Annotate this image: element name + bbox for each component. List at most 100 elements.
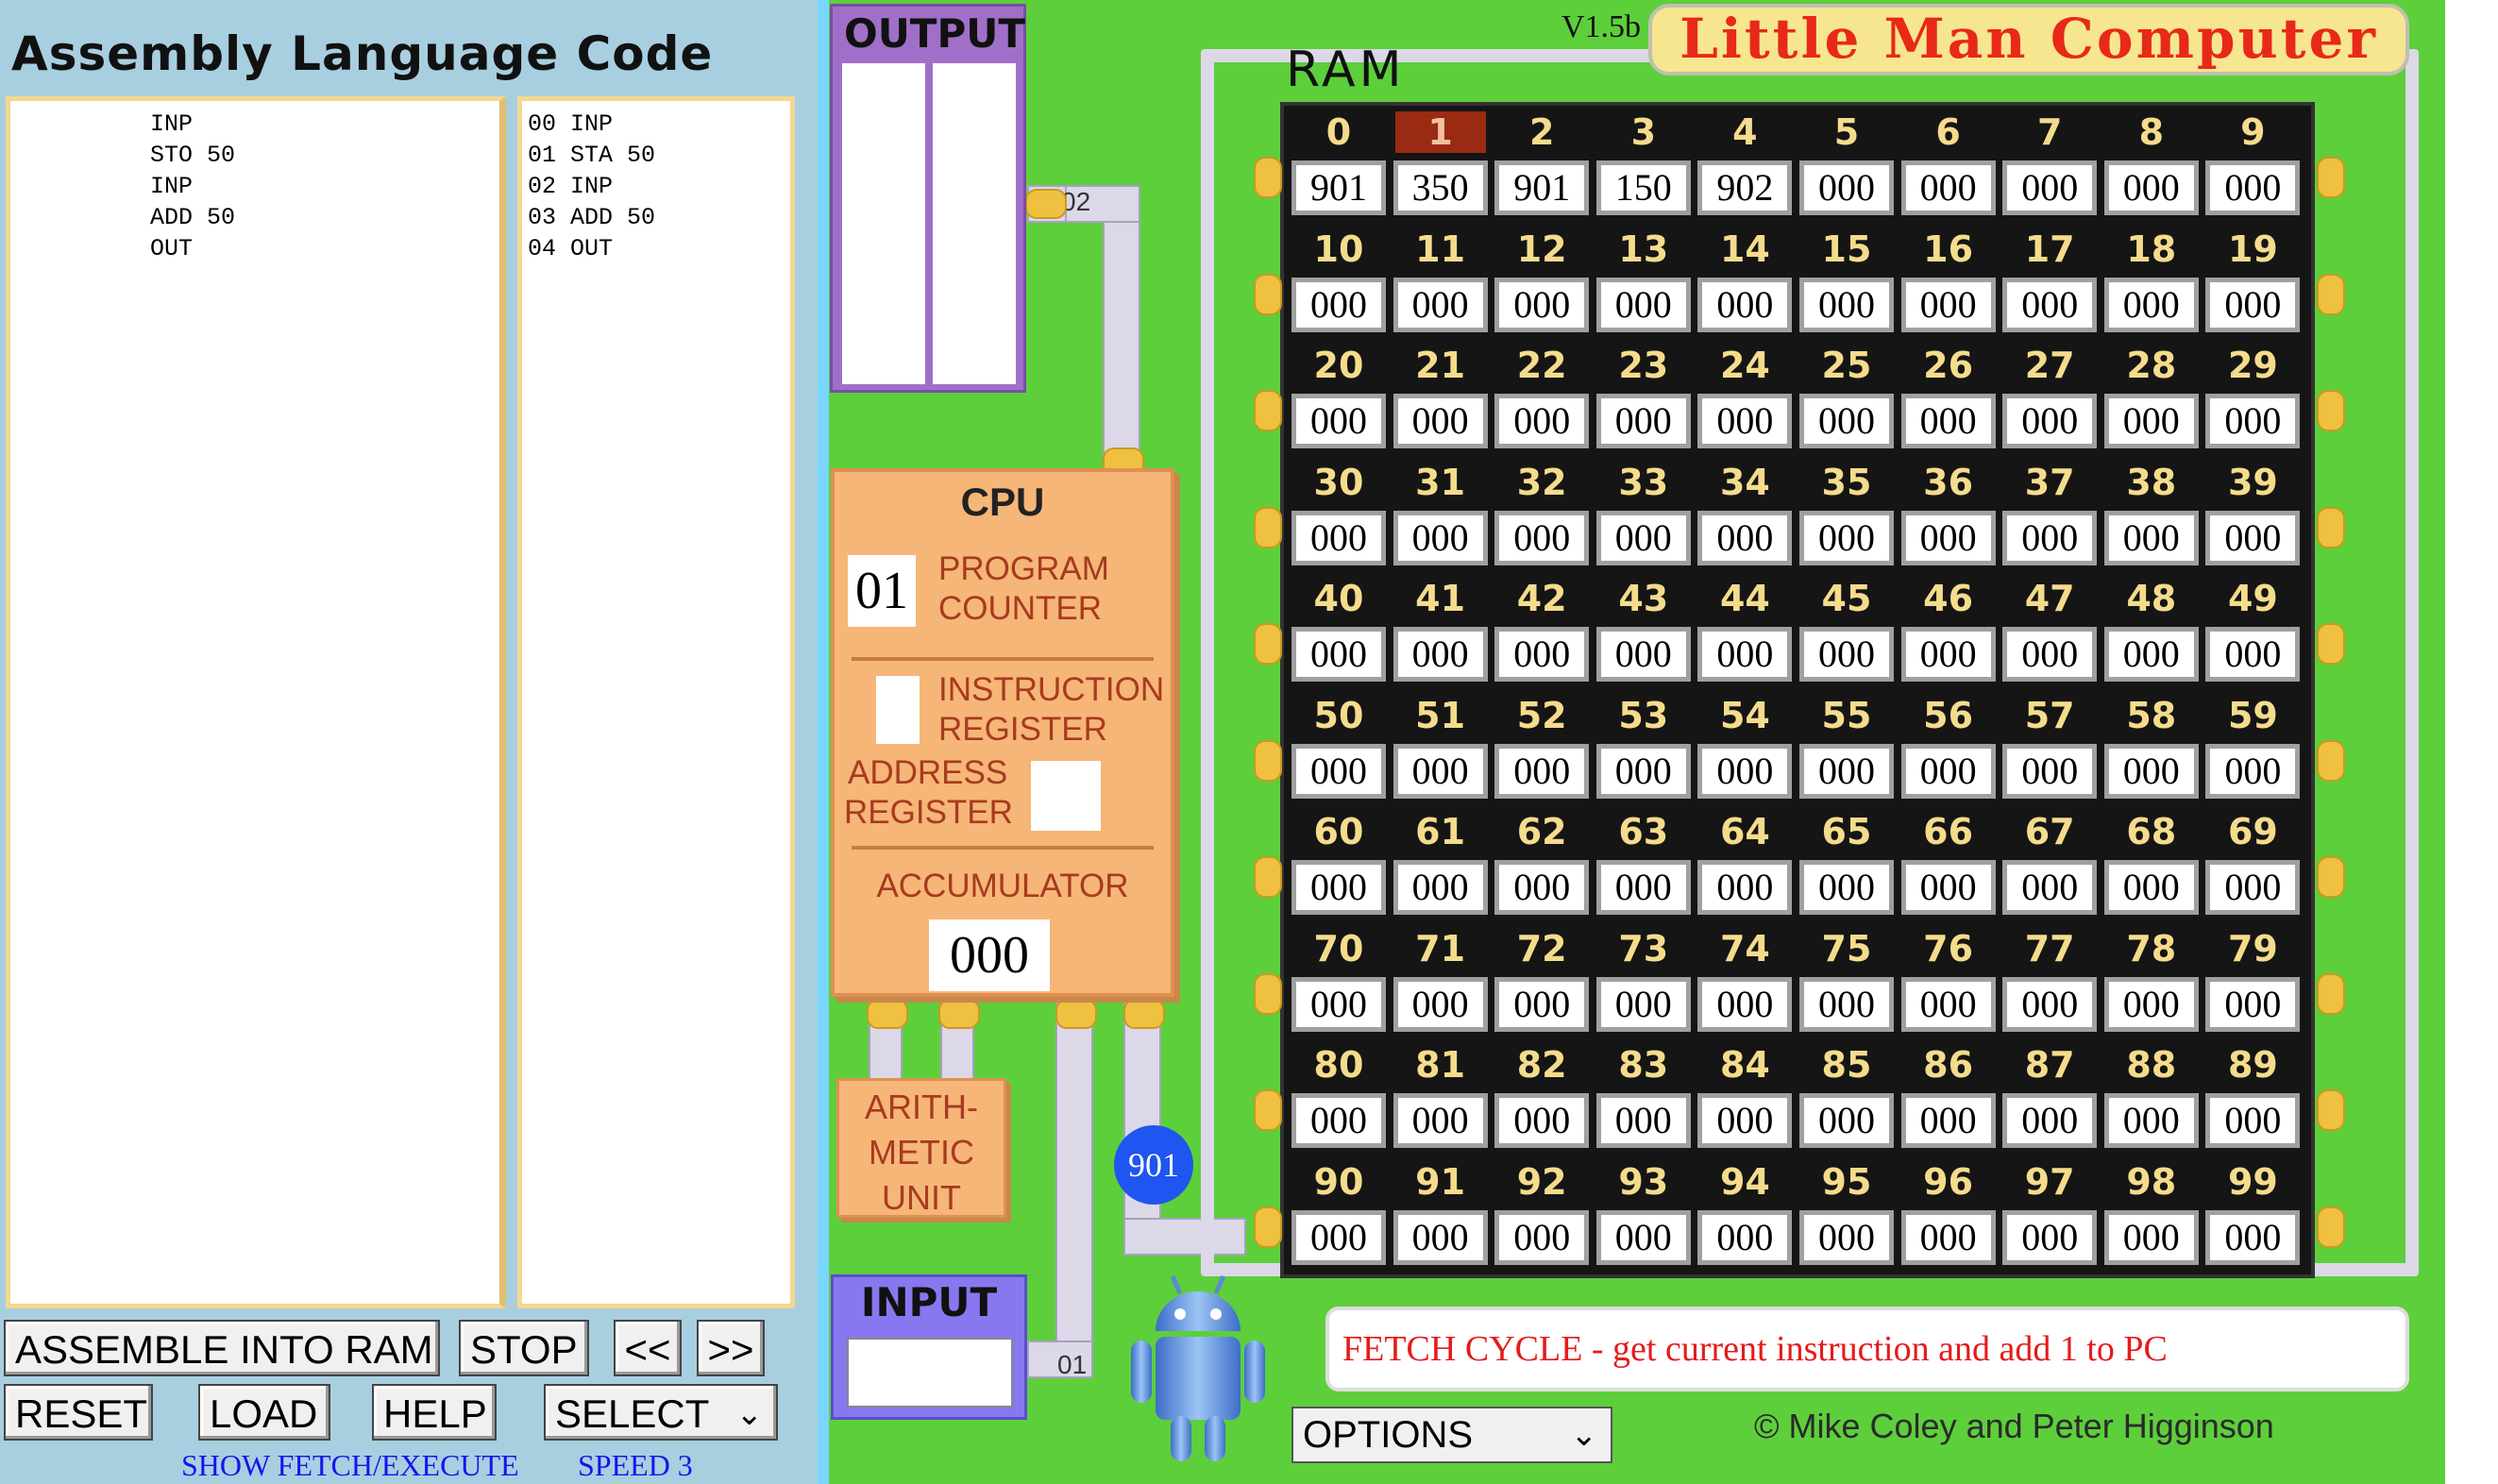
- ram-mailbox-value[interactable]: 000: [2205, 277, 2301, 332]
- ram-mailbox-value[interactable]: 000: [2103, 860, 2199, 915]
- ram-mailbox-value[interactable]: 000: [2103, 627, 2199, 682]
- ram-mailbox-value[interactable]: 000: [1595, 394, 1691, 448]
- ram-mailbox-value[interactable]: 000: [1595, 860, 1691, 915]
- ram-mailbox-value[interactable]: 000: [1494, 1209, 1590, 1265]
- ram-mailbox-value[interactable]: 000: [1291, 976, 1386, 1032]
- ram-mailbox-value[interactable]: 000: [1291, 277, 1386, 332]
- ram-mailbox-value[interactable]: 000: [1900, 976, 1996, 1032]
- ram-mailbox-value[interactable]: 350: [1392, 160, 1488, 215]
- ram-mailbox-value[interactable]: 000: [1900, 160, 1996, 215]
- ram-mailbox-value[interactable]: 000: [1595, 627, 1691, 682]
- ram-mailbox-value[interactable]: 000: [1494, 743, 1590, 799]
- ram-mailbox-value[interactable]: 000: [1900, 277, 1996, 332]
- ram-mailbox-value[interactable]: 000: [2002, 1093, 2098, 1148]
- speed-link[interactable]: SPEED 3: [578, 1448, 693, 1482]
- ram-mailbox-value[interactable]: 000: [2205, 394, 2301, 448]
- show-fetch-execute-link[interactable]: SHOW FETCH/EXECUTE: [181, 1448, 519, 1482]
- ram-mailbox-value[interactable]: 000: [2103, 160, 2199, 215]
- options-dropdown[interactable]: OPTIONS ⌄: [1291, 1407, 1612, 1463]
- ram-mailbox-value[interactable]: 000: [1392, 277, 1488, 332]
- ram-mailbox-value[interactable]: 000: [1900, 860, 1996, 915]
- source-code-editor[interactable]: INP STO 50 INP ADD 50 OUT: [6, 96, 506, 1308]
- ram-mailbox-value[interactable]: 000: [2205, 743, 2301, 799]
- ram-mailbox-value[interactable]: 000: [1494, 510, 1590, 565]
- ram-mailbox-value[interactable]: 000: [2205, 510, 2301, 565]
- ram-mailbox-value[interactable]: 000: [1900, 510, 1996, 565]
- ram-mailbox-value[interactable]: 000: [1799, 160, 1894, 215]
- ram-mailbox-value[interactable]: 000: [2002, 277, 2098, 332]
- assemble-button[interactable]: ASSEMBLE INTO RAM: [4, 1320, 440, 1376]
- ram-mailbox-value[interactable]: 000: [1697, 976, 1793, 1032]
- ram-mailbox-value[interactable]: 000: [1595, 510, 1691, 565]
- ram-mailbox-value[interactable]: 000: [1595, 277, 1691, 332]
- ram-mailbox-value[interactable]: 000: [1697, 743, 1793, 799]
- ram-mailbox-value[interactable]: 000: [1494, 860, 1590, 915]
- ram-mailbox-value[interactable]: 901: [1291, 160, 1386, 215]
- ram-mailbox-value[interactable]: 000: [1799, 510, 1894, 565]
- ram-mailbox-value[interactable]: 000: [1392, 394, 1488, 448]
- ram-mailbox-value[interactable]: 000: [2002, 976, 2098, 1032]
- ram-mailbox-value[interactable]: 000: [1291, 394, 1386, 448]
- ram-mailbox-value[interactable]: 000: [1595, 976, 1691, 1032]
- ram-mailbox-value[interactable]: 000: [1494, 394, 1590, 448]
- ram-mailbox-value[interactable]: 000: [1291, 627, 1386, 682]
- ram-mailbox-value[interactable]: 000: [1900, 743, 1996, 799]
- ram-mailbox-value[interactable]: 000: [1900, 394, 1996, 448]
- ram-mailbox-value[interactable]: 000: [2205, 1209, 2301, 1265]
- ram-mailbox-value[interactable]: 000: [1697, 627, 1793, 682]
- ram-mailbox-value[interactable]: 000: [2103, 743, 2199, 799]
- stop-button[interactable]: STOP: [459, 1320, 589, 1376]
- ram-mailbox-value[interactable]: 000: [2002, 510, 2098, 565]
- ram-mailbox-value[interactable]: 000: [2002, 627, 2098, 682]
- ram-mailbox-value[interactable]: 000: [1392, 1093, 1488, 1148]
- ram-mailbox-value[interactable]: 000: [1799, 394, 1894, 448]
- ram-mailbox-value[interactable]: 000: [2002, 394, 2098, 448]
- ram-mailbox-value[interactable]: 000: [1799, 976, 1894, 1032]
- ram-mailbox-value[interactable]: 000: [1799, 1209, 1894, 1265]
- ram-mailbox-value[interactable]: 000: [2103, 510, 2199, 565]
- input-field[interactable]: [847, 1338, 1013, 1408]
- ram-mailbox-value[interactable]: 000: [1697, 860, 1793, 915]
- ram-mailbox-value[interactable]: 000: [1799, 277, 1894, 332]
- ram-mailbox-value[interactable]: 000: [2002, 860, 2098, 915]
- ram-mailbox-value[interactable]: 000: [1900, 1209, 1996, 1265]
- ram-mailbox-value[interactable]: 000: [1392, 1209, 1488, 1265]
- ram-mailbox-value[interactable]: 000: [1799, 1093, 1894, 1148]
- ram-mailbox-value[interactable]: 000: [1494, 627, 1590, 682]
- ram-mailbox-value[interactable]: 000: [1799, 627, 1894, 682]
- ram-mailbox-value[interactable]: 000: [1697, 1093, 1793, 1148]
- ram-mailbox-value[interactable]: 150: [1595, 160, 1691, 215]
- step-back-button[interactable]: <<: [614, 1320, 682, 1376]
- ram-mailbox-value[interactable]: 000: [1595, 1209, 1691, 1265]
- ram-mailbox-value[interactable]: 000: [1697, 510, 1793, 565]
- ram-mailbox-value[interactable]: 000: [2103, 277, 2199, 332]
- ram-mailbox-value[interactable]: 000: [1392, 743, 1488, 799]
- ram-mailbox-value[interactable]: 000: [2103, 394, 2199, 448]
- select-dropdown[interactable]: SELECT ⌄: [544, 1384, 778, 1441]
- ram-mailbox-value[interactable]: 000: [2205, 1093, 2301, 1148]
- ram-mailbox-value[interactable]: 000: [2002, 160, 2098, 215]
- ram-mailbox-value[interactable]: 000: [1900, 627, 1996, 682]
- reset-button[interactable]: RESET: [4, 1384, 153, 1441]
- help-button[interactable]: HELP: [372, 1384, 497, 1441]
- ram-mailbox-value[interactable]: 000: [1291, 743, 1386, 799]
- ram-mailbox-value[interactable]: 902: [1697, 160, 1793, 215]
- ram-mailbox-value[interactable]: 000: [2205, 860, 2301, 915]
- ram-mailbox-value[interactable]: 000: [2103, 1093, 2199, 1148]
- ram-mailbox-value[interactable]: 000: [2205, 976, 2301, 1032]
- ram-mailbox-value[interactable]: 000: [1291, 1093, 1386, 1148]
- ram-mailbox-value[interactable]: 000: [1697, 277, 1793, 332]
- ram-mailbox-value[interactable]: 000: [1697, 394, 1793, 448]
- ram-mailbox-value[interactable]: 000: [1291, 860, 1386, 915]
- ram-mailbox-value[interactable]: 000: [1392, 510, 1488, 565]
- ram-mailbox-value[interactable]: 000: [2002, 743, 2098, 799]
- ram-mailbox-value[interactable]: 901: [1494, 160, 1590, 215]
- ram-mailbox-value[interactable]: 000: [1697, 1209, 1793, 1265]
- ram-mailbox-value[interactable]: 000: [1392, 627, 1488, 682]
- load-button[interactable]: LOAD: [198, 1384, 330, 1441]
- ram-mailbox-value[interactable]: 000: [2002, 1209, 2098, 1265]
- ram-mailbox-value[interactable]: 000: [2103, 1209, 2199, 1265]
- ram-mailbox-value[interactable]: 000: [1494, 277, 1590, 332]
- ram-mailbox-value[interactable]: 000: [1291, 510, 1386, 565]
- ram-mailbox-value[interactable]: 000: [1595, 743, 1691, 799]
